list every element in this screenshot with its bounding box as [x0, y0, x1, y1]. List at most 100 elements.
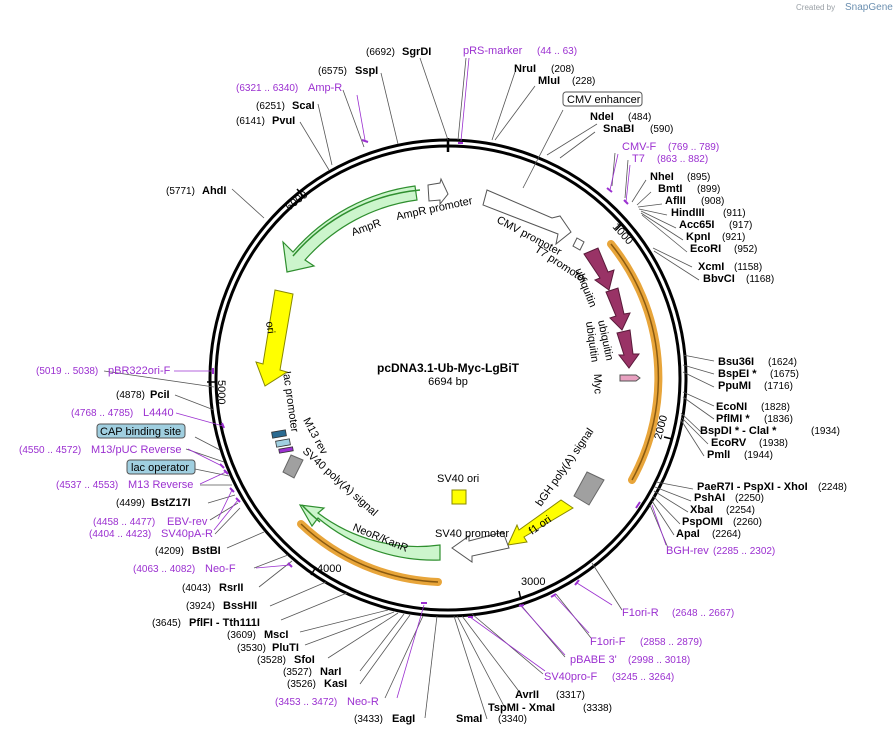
- svg-text:(4063 .. 4082): (4063 .. 4082): [133, 564, 195, 575]
- svg-text:(2260): (2260): [733, 517, 762, 528]
- svg-text:(2285 .. 2302): (2285 .. 2302): [713, 546, 775, 557]
- svg-text:(590): (590): [650, 124, 673, 135]
- svg-text:BbvCI: BbvCI: [703, 273, 735, 285]
- svg-text:(5771): (5771): [166, 186, 195, 197]
- created-by-label: Created by: [796, 3, 835, 12]
- svg-text:(6251): (6251): [256, 101, 285, 112]
- svg-text:CAP binding site: CAP binding site: [100, 426, 181, 438]
- svg-text:(1716): (1716): [764, 381, 793, 392]
- svg-text:Amp-R: Amp-R: [308, 82, 342, 94]
- svg-text:NdeI: NdeI: [590, 111, 614, 123]
- svg-text:(3645): (3645): [152, 618, 181, 629]
- svg-text:(4499): (4499): [116, 498, 145, 509]
- enzyme-labels: (6692) SgrDI NruI (208) MluI (228) NdeI …: [116, 46, 847, 725]
- primer-leader-lines: [174, 57, 667, 699]
- svg-text:(4458 .. 4477): (4458 .. 4477): [93, 517, 155, 528]
- plasmid-size: 6694 bp: [428, 376, 468, 388]
- svg-text:BstZ17I: BstZ17I: [151, 497, 191, 509]
- svg-text:(3433): (3433): [354, 714, 383, 725]
- bgh-polya-box: [573, 471, 605, 506]
- label-ubiquitin-3: ubiquitin: [583, 321, 601, 363]
- svg-text:(3530): (3530): [237, 643, 266, 654]
- svg-text:(911): (911): [723, 208, 746, 219]
- svg-text:(228): (228): [572, 76, 595, 87]
- svg-text:(3924): (3924): [186, 601, 215, 612]
- svg-text:(44 .. 63): (44 .. 63): [537, 46, 577, 57]
- label-sv40-ori: SV40 ori: [437, 473, 479, 485]
- svg-text:HindIII: HindIII: [671, 207, 705, 219]
- svg-text:(2648 .. 2667): (2648 .. 2667): [672, 608, 734, 619]
- svg-text:Bsu36I: Bsu36I: [718, 356, 754, 368]
- svg-text:(908): (908): [701, 196, 724, 207]
- svg-text:(3317): (3317): [556, 690, 585, 701]
- ampr-arrow: [282, 185, 418, 273]
- svg-text:TspMI - XmaI: TspMI - XmaI: [488, 702, 555, 714]
- svg-text:AflII: AflII: [665, 195, 686, 207]
- svg-text:(3338): (3338): [583, 703, 612, 714]
- svg-text:SgrDI: SgrDI: [402, 46, 431, 58]
- svg-text:PluTI: PluTI: [272, 642, 299, 654]
- svg-text:MluI: MluI: [538, 75, 560, 87]
- svg-text:(4550 .. 4572): (4550 .. 4572): [19, 445, 81, 456]
- svg-text:SfoI: SfoI: [294, 654, 315, 666]
- primer-labels: pRS-marker (44 .. 63) Amp-R (6321 .. 634…: [19, 45, 775, 708]
- svg-text:L4440: L4440: [143, 407, 174, 419]
- ubiquitin-arrow-1: [583, 247, 615, 291]
- f1-ori-arrow: [507, 499, 574, 546]
- svg-text:(6692): (6692): [366, 47, 395, 58]
- svg-text:(899): (899): [697, 184, 720, 195]
- svg-text:EcoRV: EcoRV: [711, 437, 747, 449]
- svg-text:SspI: SspI: [355, 65, 378, 77]
- svg-text:EcoRI: EcoRI: [690, 243, 721, 255]
- boxed-feature-cap-binding-site: CAP binding site: [96, 423, 186, 439]
- svg-text:(921): (921): [722, 232, 745, 243]
- svg-text:(208): (208): [551, 64, 574, 75]
- tick-4000: 4000: [310, 563, 341, 576]
- svg-text:(1836): (1836): [764, 414, 793, 425]
- svg-text:M13 Reverse: M13 Reverse: [128, 479, 193, 491]
- svg-text:PflFI - Tth111I: PflFI - Tth111I: [189, 617, 260, 629]
- svg-text:ScaI: ScaI: [292, 100, 315, 112]
- svg-text:BstBI: BstBI: [192, 545, 221, 557]
- t7-promoter-arrow: [572, 237, 585, 251]
- ubiquitin-arrow-3: [616, 329, 640, 369]
- svg-text:KpnI: KpnI: [686, 231, 710, 243]
- svg-text:lac operator: lac operator: [131, 462, 189, 474]
- svg-text:(4537 .. 4553): (4537 .. 4553): [56, 480, 118, 491]
- label-lac-promoter: lac promoter: [280, 371, 300, 434]
- svg-text:(1944): (1944): [744, 450, 773, 461]
- svg-text:4000: 4000: [317, 563, 341, 575]
- svg-text:F1ori-R: F1ori-R: [622, 607, 659, 619]
- svg-text:(1934): (1934): [811, 426, 840, 437]
- svg-text:3000: 3000: [521, 576, 545, 588]
- svg-text:SmaI: SmaI: [456, 713, 482, 725]
- sv40-promoter-arrow: [451, 531, 510, 563]
- svg-text:(6141): (6141): [236, 116, 265, 127]
- label-ubiquitin-1: ubiquitin: [572, 267, 598, 309]
- boxed-feature-cmv-enhancer: CMV enhancer: [562, 91, 643, 107]
- svg-text:PflMI *: PflMI *: [716, 413, 750, 425]
- svg-text:EBV-rev: EBV-rev: [167, 516, 208, 528]
- svg-text:(484): (484): [628, 112, 651, 123]
- label-myc: Myc: [591, 374, 604, 395]
- svg-text:(6575): (6575): [318, 66, 347, 77]
- orange-feature-arc-1-line: [610, 243, 660, 481]
- svg-text:T7: T7: [632, 153, 645, 165]
- svg-text:5000: 5000: [215, 380, 227, 404]
- svg-text:(4878): (4878): [116, 390, 145, 401]
- tick-5000: 5000: [207, 380, 227, 404]
- neor-kanr-arrow: [298, 504, 441, 561]
- svg-text:BssHII: BssHII: [223, 600, 257, 612]
- svg-text:(2254): (2254): [726, 505, 755, 516]
- svg-text:6000: 6000: [283, 189, 310, 214]
- svg-text:NheI: NheI: [650, 171, 674, 183]
- svg-text:(3609): (3609): [227, 630, 256, 641]
- orange-feature-arc-2-line: [300, 523, 439, 583]
- svg-text:M13/pUC Reverse: M13/pUC Reverse: [91, 444, 181, 456]
- svg-text:SnaBI: SnaBI: [603, 123, 634, 135]
- label-ori: ori: [263, 321, 277, 335]
- svg-text:Neo-R: Neo-R: [347, 696, 379, 708]
- svg-text:ApaI: ApaI: [676, 528, 700, 540]
- svg-text:(3245 .. 3264): (3245 .. 3264): [612, 672, 674, 683]
